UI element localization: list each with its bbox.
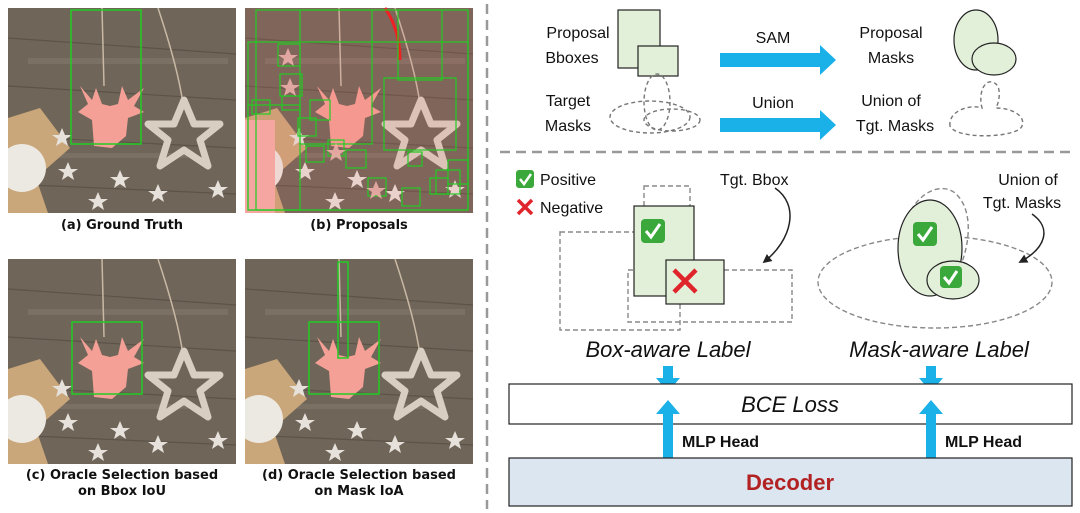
check-icon	[516, 170, 534, 188]
box-aware-diagram: Tgt. Bbox Box-aware Label	[559, 172, 793, 362]
mask-check-icon-1	[913, 222, 937, 246]
sam-label: SAM	[756, 30, 791, 47]
tgt-bbox-label: Tgt. Bbox	[720, 172, 788, 189]
mask-aware-label: Mask-aware Label	[849, 337, 1030, 362]
proposal-bboxes-label-2: Bboxes	[545, 50, 598, 67]
bbox-icon-2	[637, 45, 679, 77]
arrow-label-to-loss-right	[919, 366, 943, 392]
panel-a: (a) Ground Truth	[0, 8, 236, 233]
bce-loss-label: BCE Loss	[741, 392, 839, 417]
mask-aware-diagram: Union of Tgt. Masks Mask-aware Label	[817, 172, 1061, 362]
union-arrow	[720, 110, 836, 140]
selected-box-iou	[71, 321, 143, 395]
target-masks-label-2: Masks	[545, 118, 591, 135]
union-tgt-label-2: Tgt. Masks	[856, 118, 934, 135]
union-annotation-1: Union of	[998, 172, 1058, 189]
union-annotation-2: Tgt. Masks	[983, 195, 1061, 212]
caption-d-line2: on Mask IoA	[314, 484, 403, 499]
caption-c-line2: on Bbox IoU	[78, 484, 166, 499]
proposal-bboxes-label-1: Proposal	[546, 25, 609, 42]
panel-c: (c) Oracle Selection based on Bbox IoU	[0, 259, 236, 499]
union-mask-icon	[949, 81, 1024, 137]
box-cross-icon	[672, 268, 698, 294]
caption-c-line1: (c) Oracle Selection based	[26, 468, 218, 483]
union-tgt-label-1: Union of	[861, 93, 921, 110]
sam-arrow	[720, 45, 836, 75]
decoder-label: Decoder	[746, 470, 834, 495]
caption-a: (a) Ground Truth	[61, 218, 183, 233]
panel-b: (b) Proposals	[245, 7, 473, 233]
box-negative	[665, 259, 725, 305]
legend-positive: Positive	[540, 172, 596, 189]
box-aware-label: Box-aware Label	[585, 337, 751, 362]
cross-icon	[516, 198, 534, 216]
mask-check-icon-2	[940, 266, 962, 288]
proposal-masks-label-1: Proposal	[859, 25, 922, 42]
decoder-box	[508, 457, 1073, 507]
pipeline: BCE Loss MLP Head MLP Head Decoder	[508, 366, 1073, 507]
gt-box	[70, 9, 142, 145]
box-check-icon	[641, 219, 665, 243]
arrow-label-to-loss-left	[656, 366, 680, 392]
legend-negative: Negative	[540, 200, 603, 217]
panel-d: (d) Oracle Selection based on Mask IoA	[235, 259, 473, 499]
selected-box-ioa-1	[308, 321, 380, 395]
top-flow: Proposal Bboxes SAM Proposal Masks Targe…	[545, 9, 1024, 140]
mlp-head-left: MLP Head	[682, 434, 759, 451]
target-masks-label-1: Target	[546, 93, 591, 110]
mask-icon-2	[971, 42, 1017, 76]
photo-oracle-bbox	[0, 259, 236, 464]
arrow-head-to-loss-right	[919, 400, 943, 458]
proposal-masks-label-2: Masks	[868, 50, 914, 67]
caption-d-line1: (d) Oracle Selection based	[262, 468, 456, 483]
photo-ground-truth	[0, 8, 236, 213]
photo-oracle-mask	[235, 259, 473, 464]
union-label: Union	[752, 95, 794, 112]
legend: Positive Negative	[516, 170, 603, 217]
mlp-head-right: MLP Head	[945, 434, 1022, 451]
selected-box-ioa-2	[337, 261, 349, 359]
caption-b: (b) Proposals	[310, 218, 408, 233]
target-masks-icon	[609, 73, 701, 134]
arrow-head-to-loss-left	[656, 400, 680, 458]
bce-loss-box	[508, 383, 1073, 425]
